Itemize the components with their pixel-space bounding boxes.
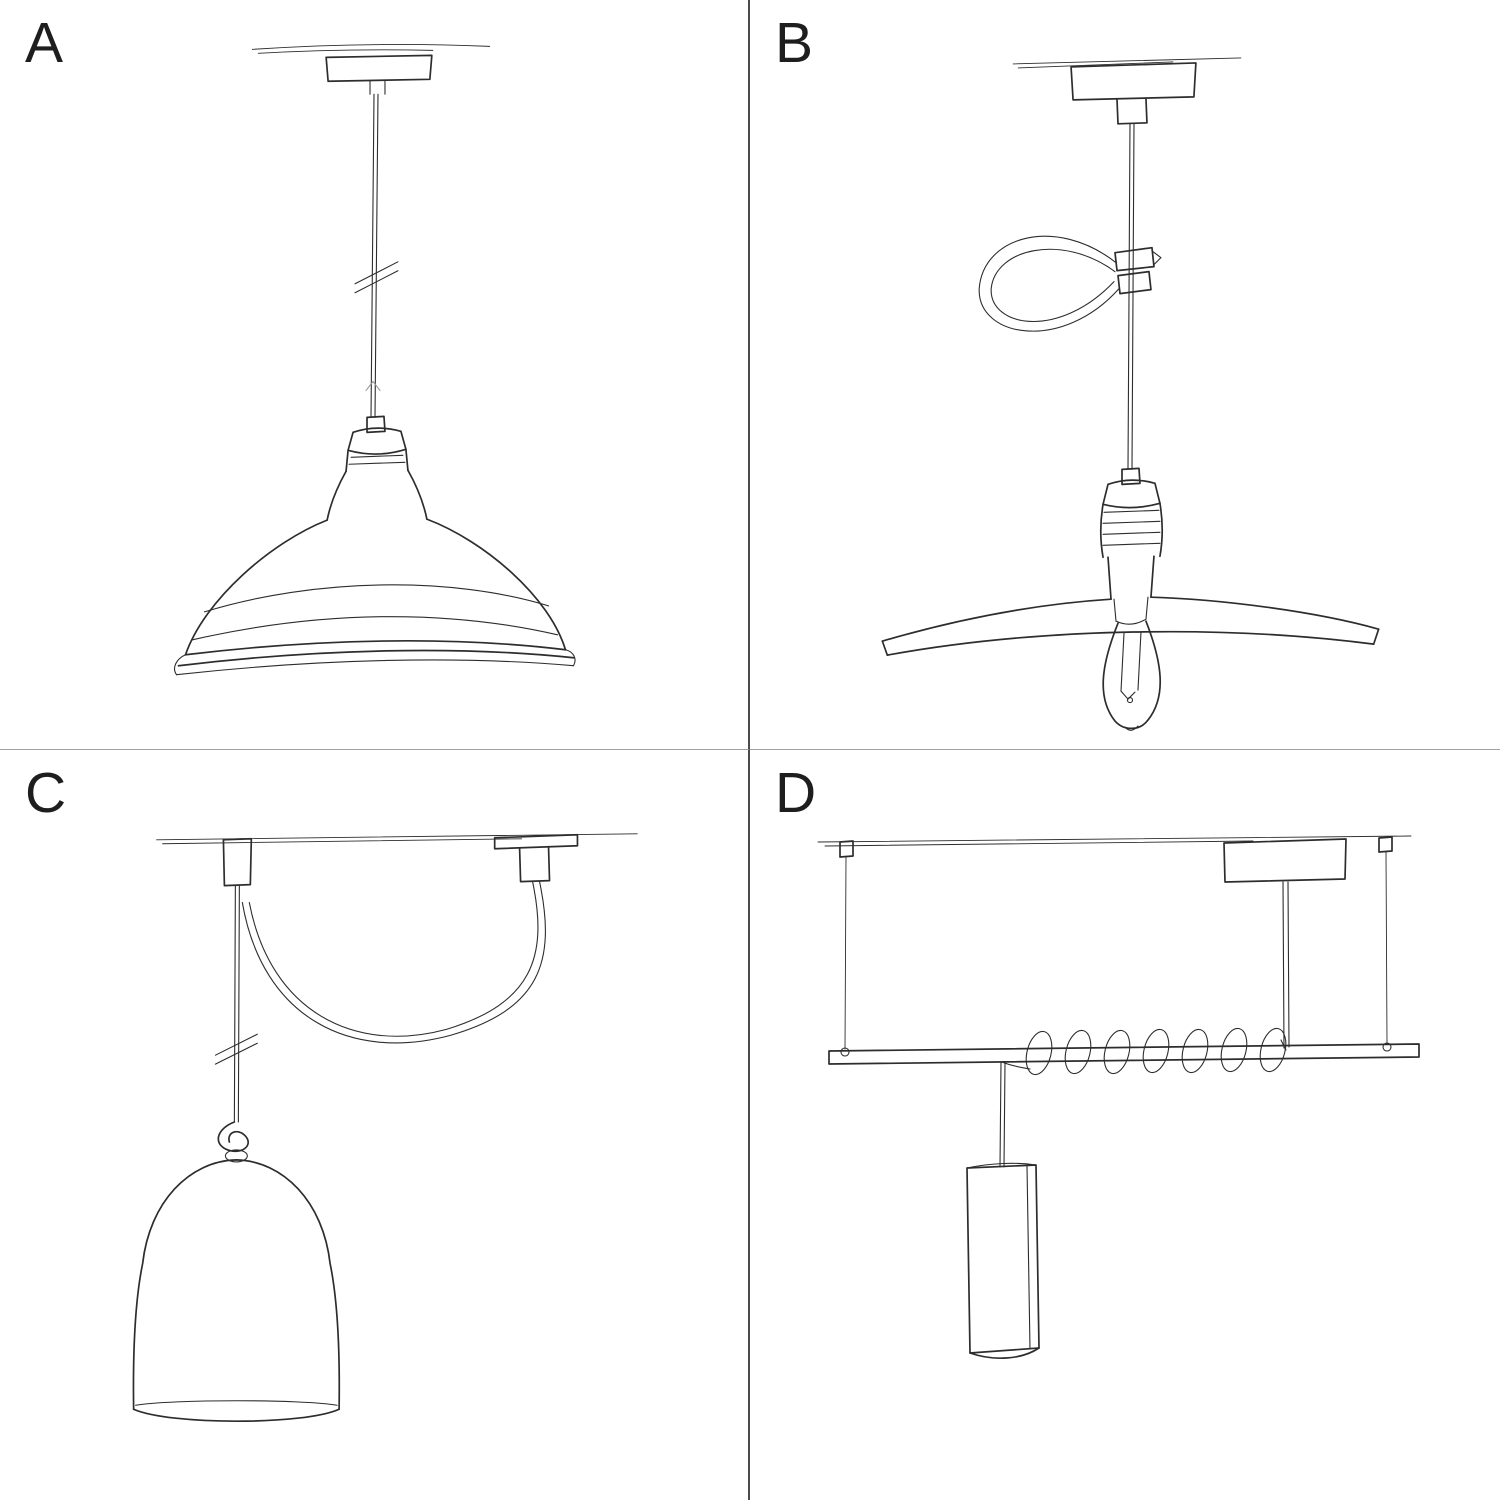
rose-stem-cable <box>1282 881 1290 1049</box>
panel-b: B <box>750 0 1500 750</box>
ceiling-hook <box>222 837 253 887</box>
ceiling-line <box>817 835 1412 847</box>
bulb-filament <box>1120 631 1142 692</box>
bar-suspension-tube-shade-illustration <box>817 835 1420 1360</box>
cable-length-mark <box>214 1033 258 1065</box>
panel-d: D <box>750 750 1500 1500</box>
cable-knot <box>217 1121 249 1163</box>
right-wire <box>1385 851 1388 1045</box>
pendant-cable <box>1127 123 1135 470</box>
shade-rim <box>132 1408 340 1423</box>
lamp-holder <box>1099 467 1164 601</box>
shade-outline <box>132 1159 341 1411</box>
ceiling-line <box>251 44 491 54</box>
shade-top-edge <box>881 596 1380 642</box>
bowl-shade <box>174 518 576 676</box>
swag-bell-shade-illustration <box>132 833 638 1423</box>
suspension-wires <box>839 836 1393 1057</box>
cable-tie-clip <box>978 235 1162 332</box>
ceiling-rose <box>493 833 579 883</box>
ceiling-rose <box>325 54 433 95</box>
cable-length-mark <box>354 261 399 294</box>
ceiling-rose <box>1223 838 1347 1049</box>
pendant-bowl-shade-illustration <box>174 44 576 676</box>
tube-shade <box>966 1162 1040 1360</box>
horizontal-bar <box>828 1043 1420 1065</box>
bulb-outline <box>1102 620 1162 730</box>
coiled-cable <box>1001 1027 1287 1076</box>
panel-b-label: B <box>775 11 815 75</box>
panel-a: A <box>0 0 750 750</box>
ceiling-line <box>1012 57 1242 69</box>
light-bulb <box>1102 596 1162 731</box>
panel-a-label: A <box>25 11 65 75</box>
swag-cable <box>241 881 546 1044</box>
pendant-drop-cable <box>999 1061 1006 1168</box>
drop-cable <box>214 885 258 1123</box>
lamp-holder <box>326 415 428 521</box>
bell-shade <box>132 1159 341 1423</box>
pendant-cable <box>354 93 399 418</box>
cable-adjust-arrow <box>365 380 381 392</box>
tube-bottom-rim <box>969 1347 1040 1360</box>
right-wire-anchor <box>1378 836 1393 853</box>
ceiling-rose <box>1070 62 1197 125</box>
panel-c: C <box>0 750 750 1500</box>
pendant-flat-shade-bulb-illustration <box>881 57 1380 731</box>
tie-loop <box>978 235 1120 332</box>
left-wire <box>844 856 847 1050</box>
flat-plate-shade <box>881 596 1380 656</box>
panel-d-label: D <box>775 761 818 825</box>
panel-c-label: C <box>25 761 68 825</box>
shade-outline <box>184 518 567 656</box>
left-wire-anchor <box>839 840 854 858</box>
shade-bottom-edge <box>886 630 1375 656</box>
